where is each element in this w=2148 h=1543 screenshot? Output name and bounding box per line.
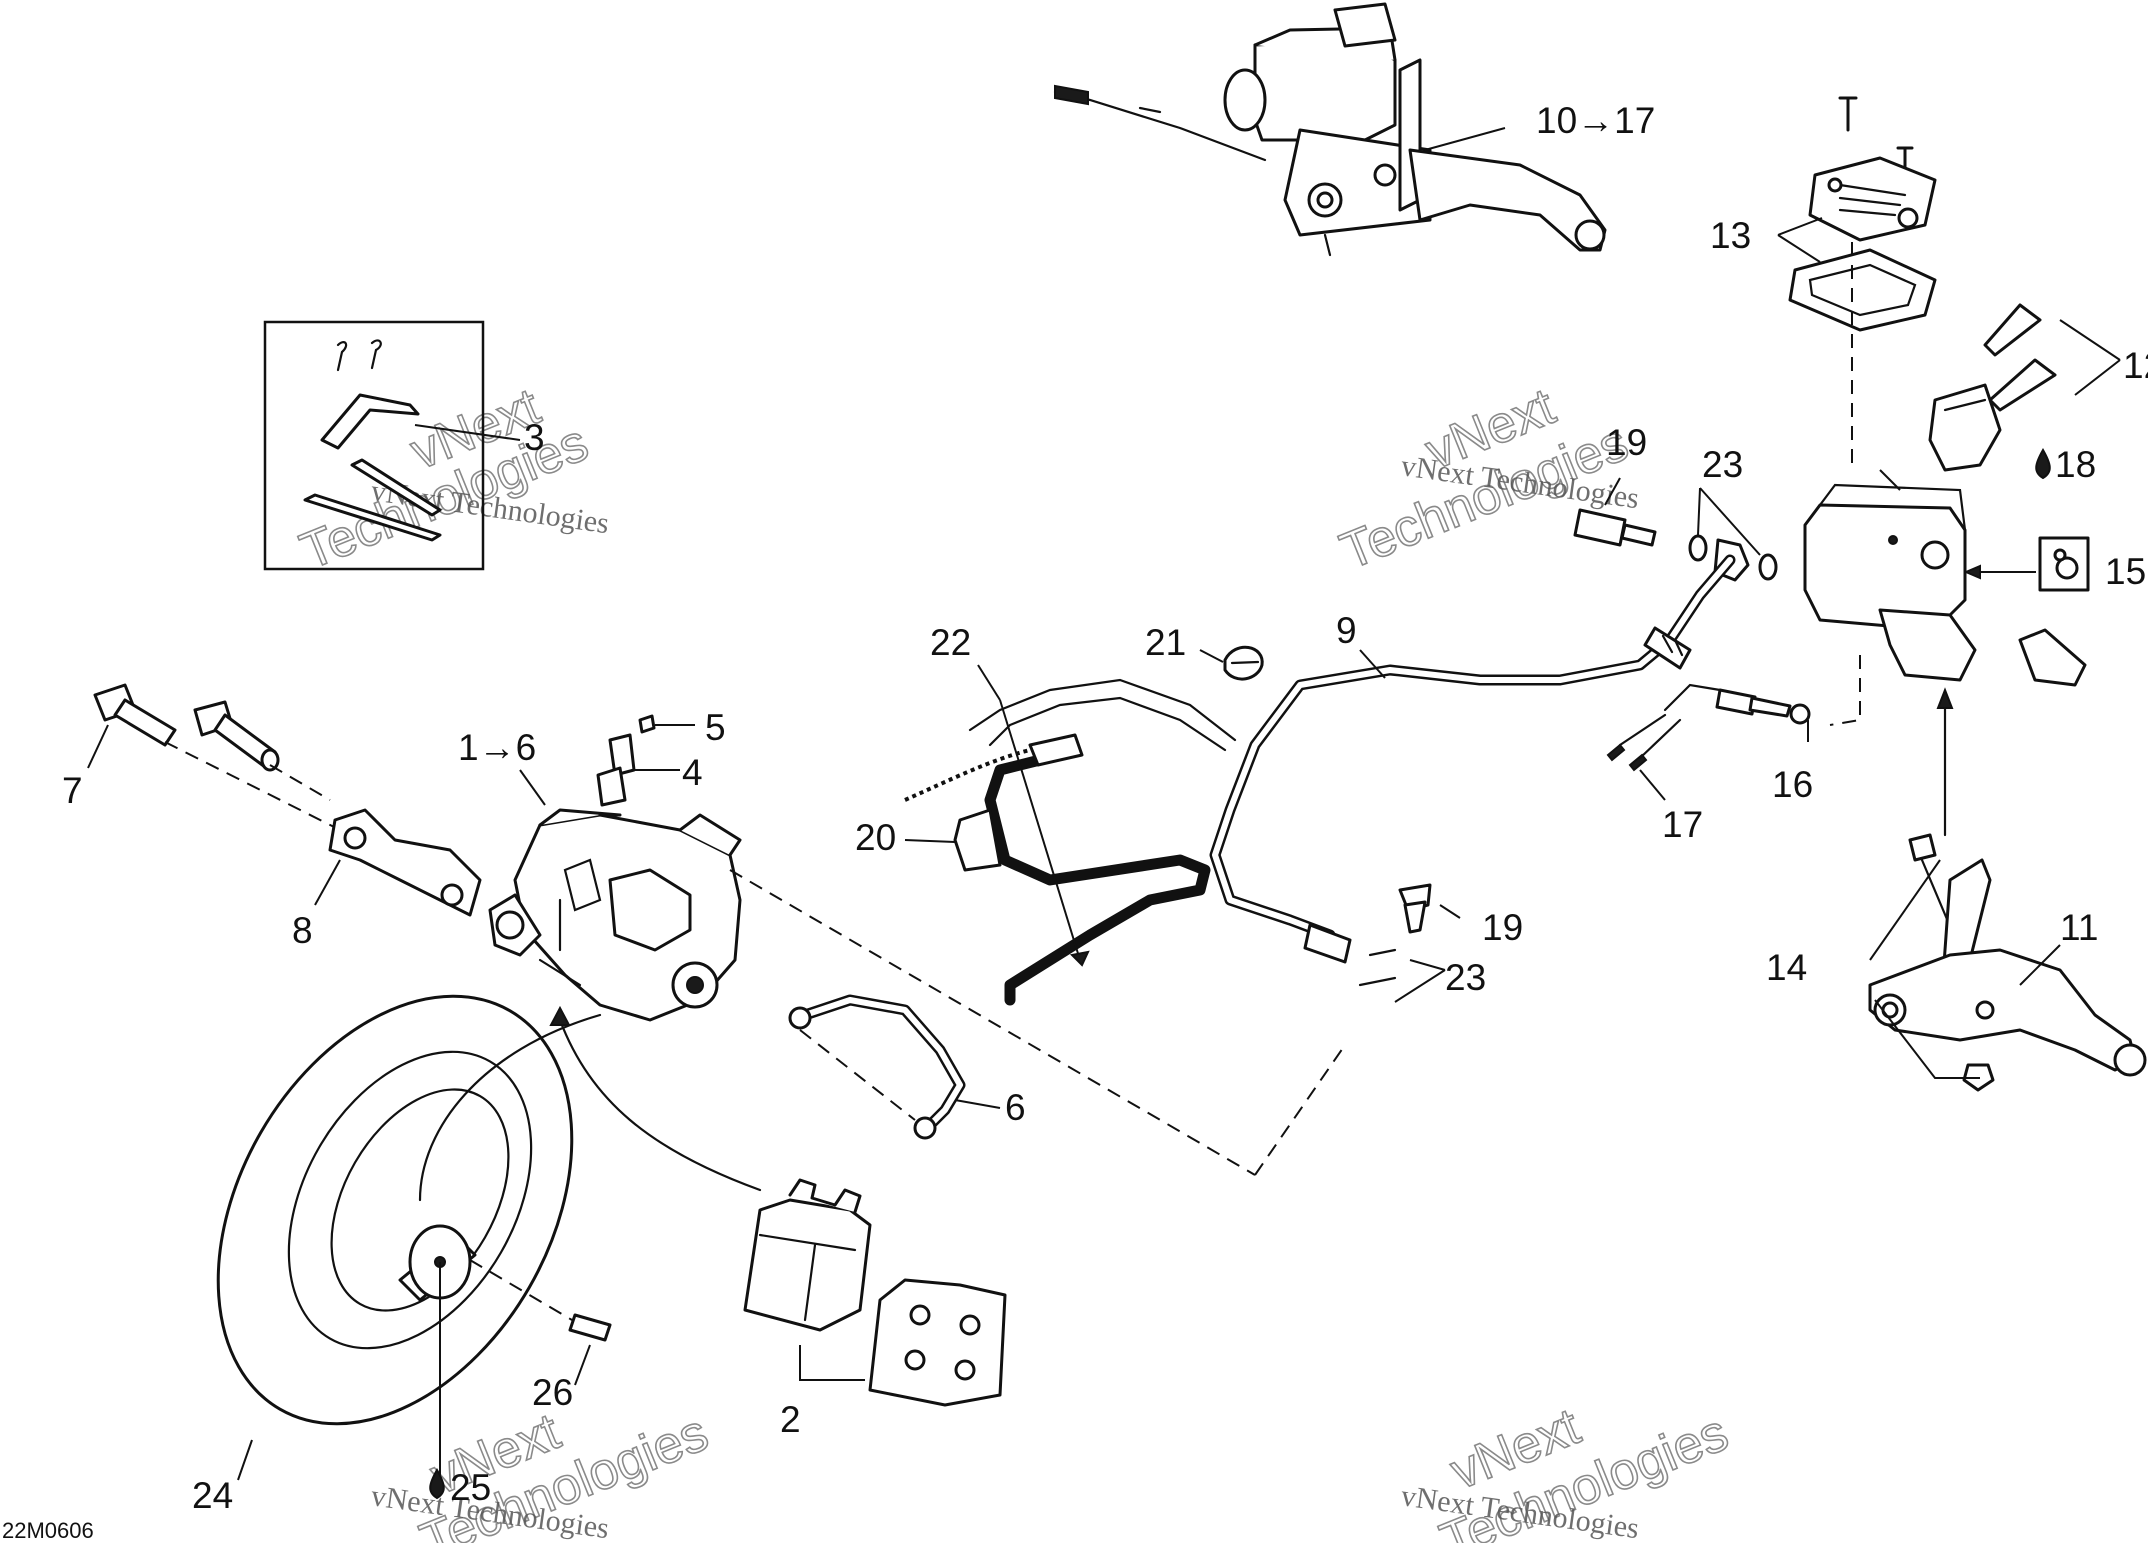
watermark-top-right: vNext Technologies vNext Technologies: [1332, 377, 1641, 582]
callout-labels: 10→17 13 12 3 19 23 18 15 9 22 21 1→6 5 …: [62, 100, 2148, 1516]
brake-caliper: [488, 714, 1346, 1176]
callout-23-bottom: 23: [1445, 957, 1486, 998]
callout-26: 26: [532, 1372, 573, 1413]
callout-18: 18: [2055, 444, 2096, 485]
brake-hose: [1209, 554, 1736, 964]
callout-19-top: 19: [1606, 422, 1647, 463]
callout-6: 6: [1005, 1087, 1026, 1128]
hose-protector: [904, 664, 1237, 1006]
callout-22: 22: [930, 622, 971, 663]
master-cylinder-assembly-top: [1053, 2, 1607, 257]
disc-key: [469, 1259, 612, 1386]
callout-9: 9: [1336, 610, 1357, 651]
callout-12: 12: [2123, 345, 2148, 386]
fluid-drop-icon: [429, 1467, 445, 1500]
callout-1-6: 1→6: [458, 727, 536, 768]
pin-kit-inset: [263, 320, 521, 571]
callout-11: 11: [2060, 907, 2098, 948]
callout-10-17: 10→17: [1536, 100, 1655, 141]
watermark-top-left: vNext Technologies vNext Technologies: [292, 377, 611, 582]
spring-guard: [904, 808, 1002, 872]
watermark-bottom-right: vNext Technologies vNext Technologies: [1399, 1397, 1737, 1543]
crossover-tube: [788, 994, 1001, 1140]
diagram-reference-code: 22M0606: [2, 1518, 94, 1543]
callout-3: 3: [524, 417, 545, 458]
callout-5: 5: [705, 707, 726, 748]
callout-23-top: 23: [1702, 444, 1743, 485]
brake-pads: [743, 1178, 1007, 1407]
callout-16: 16: [1772, 764, 1813, 805]
callout-17: 17: [1662, 804, 1703, 845]
banjo-bolt-bottom: [1358, 883, 1461, 1003]
callout-21: 21: [1145, 622, 1186, 663]
reservoir-cover: [1777, 96, 1937, 470]
watermark-bottom-left: vNext Technologies vNext Technologies: [369, 1402, 717, 1543]
callout-8: 8: [292, 910, 313, 951]
callout-7: 7: [62, 770, 83, 811]
fluid-drop-icon: [2035, 447, 2051, 480]
hose-clip: [1199, 645, 1264, 681]
callout-20: 20: [855, 817, 896, 858]
callout-25: 25: [450, 1467, 491, 1508]
fluid-level-window: [1963, 536, 2090, 592]
callout-19-bottom: 19: [1482, 907, 1523, 948]
boot-cap: [2018, 628, 2087, 687]
brake-disc: [216, 994, 762, 1481]
callout-15: 15: [2105, 551, 2146, 592]
master-cylinder-body: [1803, 469, 1977, 726]
callout-24: 24: [192, 1475, 233, 1516]
callout-2: 2: [780, 1399, 801, 1440]
mount-bolts: [87, 683, 341, 831]
callout-14: 14: [1766, 947, 1807, 988]
callout-4: 4: [682, 752, 703, 793]
callout-13: 13: [1710, 215, 1751, 256]
brake-light-switch: [1606, 683, 1811, 801]
handlebar-clamp-bolts: [1928, 303, 2121, 472]
brake-lever: [1868, 687, 2147, 1092]
caliper-bracket: [314, 808, 482, 917]
